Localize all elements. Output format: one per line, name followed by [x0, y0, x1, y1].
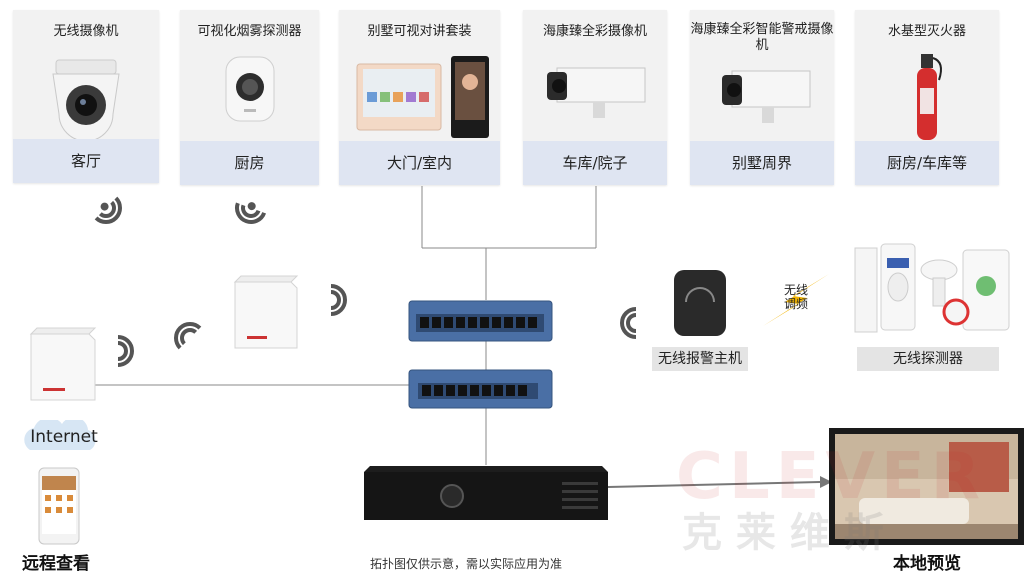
card-location: 厨房 [180, 141, 319, 185]
card-location: 厨房/车库等 [855, 141, 999, 185]
card-location: 车库/院子 [523, 141, 667, 185]
card-fullcolor-camera: 海康臻全彩摄像机 车库/院子 [523, 10, 667, 185]
cloud-icon [24, 420, 96, 450]
card-location: 大门/室内 [339, 141, 500, 185]
watermark-latin: CLEVER [676, 440, 986, 514]
nvr-recorder-icon [364, 466, 608, 520]
card-location: 客厅 [13, 139, 159, 183]
fire-extinguisher-image [917, 54, 942, 140]
alarm-host-icon [674, 270, 726, 336]
wifi-icon [94, 196, 122, 224]
wifi-icon [330, 284, 347, 316]
detectors-label: 无线探测器 [857, 347, 999, 371]
wifi-icon [174, 322, 202, 350]
wireless-lightning-icon [763, 274, 829, 326]
network-switch-top [408, 300, 553, 342]
mesh-router-icon [233, 275, 299, 349]
card-alert-camera: 海康臻全彩智能警戒摄像机 别墅周界 [690, 10, 834, 185]
local-view-label: 本地预览 [893, 554, 961, 574]
remote-view-label: 远程查看 [22, 554, 90, 574]
card-fire-extinguisher: 水基型灭火器 厨房/车库等 [855, 10, 999, 185]
wifi-icon [117, 335, 134, 367]
internet-label: Internet [30, 427, 98, 447]
watermark-chinese: 克 莱 维 斯 [682, 510, 884, 556]
wifi-icon [620, 307, 637, 339]
card-title: 海康臻全彩摄像机 [542, 24, 647, 39]
wireless-camera-image [52, 59, 120, 140]
wireless-detectors-image [854, 243, 1010, 333]
card-location: 别墅周界 [690, 141, 834, 185]
wifi-icon [235, 202, 267, 224]
card-title: 可视化烟雾探测器 [197, 24, 302, 39]
smartphone-icon [38, 467, 80, 545]
network-switch-bottom [408, 369, 553, 409]
video-intercom-image [356, 56, 489, 138]
footnote: 拓扑图仅供示意，需以实际应用为准 [370, 557, 563, 571]
card-wireless-camera: 无线摄像机 客厅 [13, 10, 159, 183]
local-monitor-icon [829, 428, 1024, 545]
smoke-detector-image [225, 56, 275, 122]
bullet-camera-image [547, 67, 646, 118]
card-title: 无线摄像机 [53, 24, 119, 39]
alert-camera-image [722, 70, 811, 123]
alarm-host-label: 无线报警主机 [652, 347, 748, 371]
card-title: 水基型灭火器 [887, 24, 966, 39]
mesh-router-icon [29, 327, 97, 401]
card-title: 海康臻全彩智能警戒摄像机 [690, 22, 834, 53]
card-title: 别墅可视对讲套装 [367, 24, 472, 39]
card-smoke-detector: 可视化烟雾探测器 厨房 [180, 10, 319, 185]
wireless-badge-text: 无线 调频 [783, 283, 808, 311]
card-video-intercom: 别墅可视对讲套装 大门/室内 [339, 10, 500, 185]
